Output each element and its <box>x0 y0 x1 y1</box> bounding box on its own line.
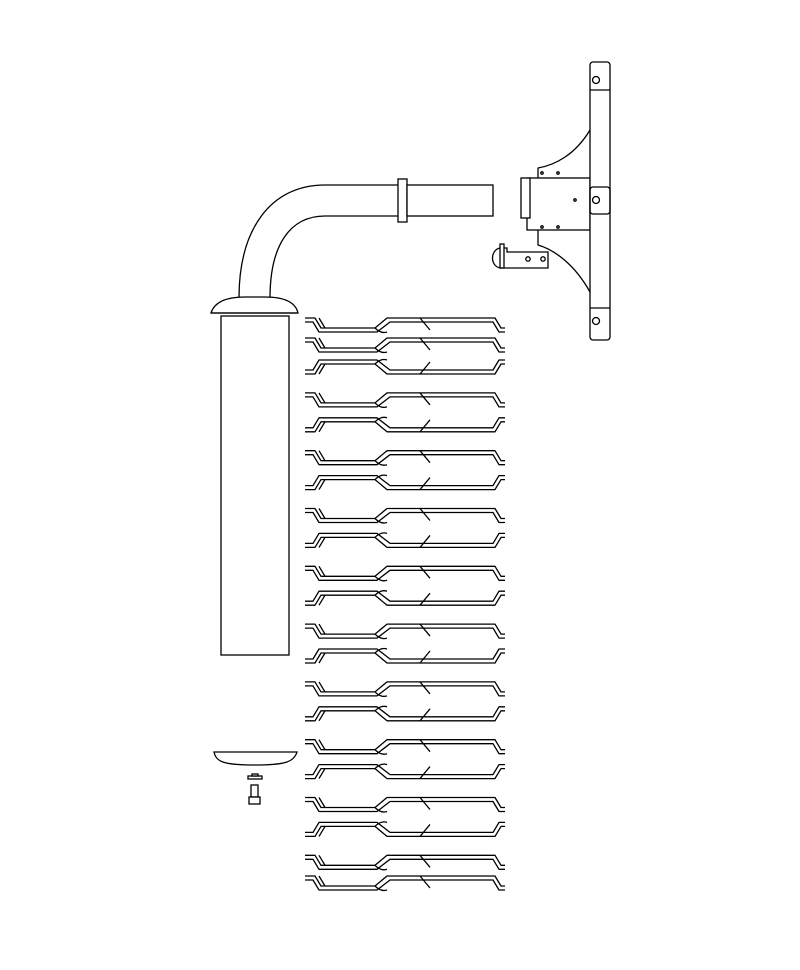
fin-edge <box>305 507 505 520</box>
fin-edge <box>305 359 505 371</box>
fin-edge <box>318 710 326 722</box>
fin-edge <box>305 337 505 349</box>
fin-notch <box>374 317 431 334</box>
l-clip <box>491 243 549 269</box>
fin-edge <box>305 648 505 660</box>
fin-edge <box>305 796 505 809</box>
fin-edge <box>305 875 505 887</box>
fin-edge <box>305 511 505 524</box>
fin-edge <box>305 474 505 487</box>
fin-edge <box>305 454 505 466</box>
fin-notch <box>374 450 431 466</box>
fin-notch <box>374 854 431 871</box>
fin-edge <box>305 532 505 545</box>
fin-edge <box>318 681 326 693</box>
fin-edge <box>305 363 505 375</box>
fin-edge <box>318 826 326 837</box>
fin-edge <box>305 417 505 429</box>
fin-edge <box>305 627 505 639</box>
fin-edge <box>318 854 326 866</box>
fin-edge <box>305 706 505 718</box>
fin-edge <box>305 652 505 664</box>
fin-edge <box>305 396 505 408</box>
fin-edge <box>305 569 505 581</box>
fin-edge <box>305 710 505 722</box>
fin-notch <box>374 821 431 837</box>
elbow-pipe <box>238 178 494 299</box>
fin-notch <box>374 647 431 664</box>
vertical-tube <box>210 296 299 656</box>
fin-edge <box>318 337 326 349</box>
fin-edge <box>305 478 505 491</box>
end-dish <box>213 751 298 766</box>
fin-notch <box>374 705 431 722</box>
fin-edge <box>318 421 326 433</box>
fin-edge <box>305 858 505 870</box>
mounting-bracket <box>520 61 611 341</box>
fin-edge <box>305 825 505 838</box>
fin-notch <box>374 797 431 813</box>
fin-edge <box>305 392 505 404</box>
bolt <box>248 784 261 805</box>
fin-notch <box>374 358 431 375</box>
fin-notch <box>374 392 431 409</box>
fin-edge <box>305 536 505 549</box>
washer <box>247 773 263 780</box>
fin-edge <box>318 317 326 329</box>
fin-edge <box>305 767 505 780</box>
fin-edge <box>318 537 326 548</box>
fin-edge <box>305 681 505 693</box>
fin-notch <box>374 416 431 433</box>
fin-notch <box>374 590 431 606</box>
fin-notch <box>374 623 431 640</box>
bolt-hole-icon <box>591 75 601 85</box>
fin-stack <box>305 317 505 892</box>
fin-notch <box>374 763 431 780</box>
fin-notch <box>374 474 431 491</box>
fin-edge <box>305 739 505 751</box>
bolt-hole-icon <box>591 316 601 326</box>
fin-edge <box>318 739 326 751</box>
fin-edge <box>305 421 505 433</box>
fin-edge <box>305 450 505 462</box>
fin-edge <box>305 821 505 834</box>
fin-edge <box>318 392 326 404</box>
fin-edge <box>318 508 326 519</box>
fin-edge <box>305 623 505 635</box>
fin-notch <box>374 508 431 524</box>
fin-edge <box>305 317 505 329</box>
fin-edge <box>318 623 326 635</box>
fin-notch <box>374 739 431 755</box>
bolt-hole-icon <box>591 195 601 205</box>
fin-edge <box>318 479 326 490</box>
fin-notch <box>374 565 431 582</box>
fin-edge <box>318 875 326 887</box>
fin-edge <box>305 854 505 866</box>
fin-edge <box>305 800 505 813</box>
fin-edge <box>318 768 326 779</box>
fin-edge <box>305 594 505 606</box>
fin-edge <box>305 590 505 602</box>
fin-edge <box>318 797 326 808</box>
fin-notch <box>374 875 431 892</box>
fin-edge <box>318 363 326 375</box>
fin-edge <box>318 450 326 462</box>
fin-edge <box>305 565 505 577</box>
fin-edge <box>305 879 505 891</box>
fin-notch <box>374 532 431 548</box>
fin-edge <box>318 594 326 606</box>
fin-edge <box>318 652 326 664</box>
fin-edge <box>305 341 505 353</box>
fin-notch <box>374 337 431 354</box>
fin-edge <box>305 743 505 755</box>
fin-edge <box>305 321 505 333</box>
fin-notch <box>374 681 431 698</box>
fin-edge <box>305 685 505 697</box>
fin-edge <box>305 763 505 776</box>
fin-edge <box>318 565 326 577</box>
